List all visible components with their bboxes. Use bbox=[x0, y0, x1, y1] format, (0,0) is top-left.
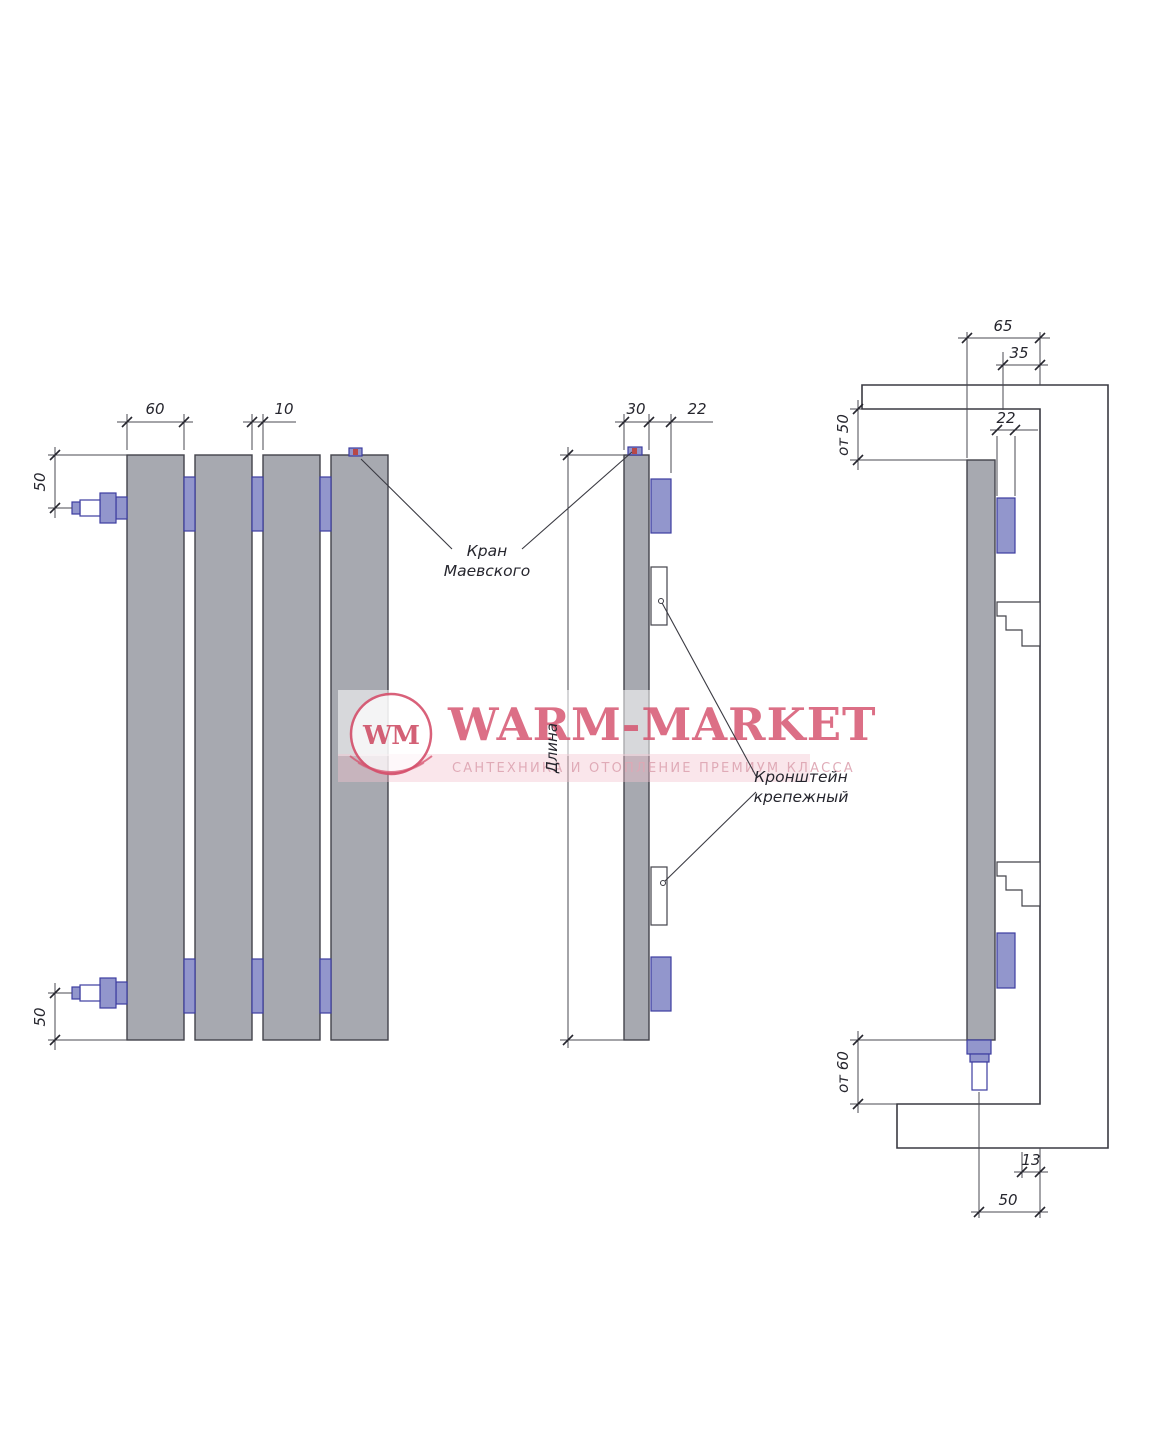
leader-marker-top bbox=[658, 598, 664, 604]
watermark-title: WARM-MARKET bbox=[447, 698, 876, 751]
laurel-ornament-inner bbox=[357, 762, 425, 774]
side-connector-blocks bbox=[650, 478, 672, 1012]
install-dim-35: 35 bbox=[996, 344, 1048, 410]
dim-top-clearance: от 50 bbox=[834, 414, 852, 456]
install-panel-bar bbox=[966, 459, 996, 1041]
install-dim-bottom-clearance: от 60 bbox=[834, 1031, 967, 1113]
laurel-ornament-outer bbox=[349, 755, 433, 773]
watermark: WM WARM-MARKET САНТЕХНИКА И ОТОПЛЕНИЕ ПР… bbox=[338, 690, 876, 782]
valve-label-leaders bbox=[360, 451, 633, 550]
dim-block-depth: 22 bbox=[996, 409, 1015, 427]
dim-panel-gap: 10 bbox=[274, 400, 293, 418]
inlet-fitting-top bbox=[71, 492, 128, 524]
install-dim-50: 50 bbox=[971, 1092, 1048, 1218]
panel-gap-connectors bbox=[183, 476, 332, 1014]
install-dim-22: 22 bbox=[990, 409, 1038, 496]
valve-label-line2: Маевского bbox=[444, 562, 531, 580]
dim-bottom-clearance: от 60 bbox=[834, 1051, 852, 1093]
bracket-label-line1: Кронштейн bbox=[754, 768, 847, 786]
front-left-top-dimension: 50 bbox=[31, 447, 127, 518]
dim-bracket-depth: 22 bbox=[687, 400, 706, 418]
watermark-logo-circle bbox=[349, 692, 433, 776]
valve-label-line1: Кран bbox=[467, 542, 507, 560]
mayevsky-valve-front bbox=[348, 447, 363, 457]
install-dim-13: 13 bbox=[1014, 1148, 1048, 1218]
install-dim-65: 65 bbox=[958, 317, 1050, 458]
bottom-valve bbox=[966, 1039, 992, 1091]
bracket-label-line2: крепежный bbox=[754, 788, 849, 806]
installation-view: 65 35 22 от 50 bbox=[834, 317, 1109, 1218]
watermark-monogram: WM bbox=[362, 721, 419, 751]
dim-wall-gap: 13 bbox=[1021, 1151, 1040, 1169]
front-view: 60 10 50 50 bbox=[31, 400, 389, 1050]
inlet-fitting-bottom bbox=[71, 977, 128, 1009]
dim-depth-total: 65 bbox=[993, 317, 1012, 335]
leader-marker-bottom bbox=[660, 880, 666, 886]
dim-bracket-offset: 35 bbox=[1009, 344, 1028, 362]
mayevsky-valve-side bbox=[627, 446, 643, 456]
dim-bottom-offset: 50 bbox=[31, 1007, 49, 1026]
install-dim-top-clearance: от 50 bbox=[834, 400, 967, 470]
front-left-bottom-dimension: 50 bbox=[31, 983, 127, 1050]
dim-pipe-offset: 50 bbox=[998, 1191, 1017, 1209]
bracket-label-group: Кронштейн крепежный bbox=[658, 598, 849, 886]
dim-panel-width: 60 bbox=[145, 400, 164, 418]
install-connector-blocks bbox=[996, 497, 1016, 989]
side-top-dimensions: 30 22 bbox=[615, 400, 713, 473]
dim-length-label: Длина bbox=[543, 723, 561, 774]
install-mounting-brackets bbox=[996, 601, 1041, 907]
front-top-dimensions: 60 10 bbox=[117, 400, 296, 450]
dim-top-offset: 50 bbox=[31, 472, 49, 491]
dim-depth: 30 bbox=[626, 400, 645, 418]
watermark-subtitle: САНТЕХНИКА И ОТОПЛЕНИЕ ПРЕМИУМ КЛАССА bbox=[452, 761, 855, 776]
